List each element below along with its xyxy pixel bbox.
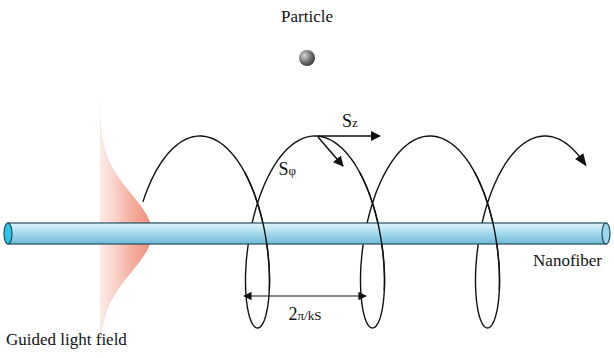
arrow-head bbox=[575, 153, 587, 166]
fiber-label: Nanofiber bbox=[533, 252, 602, 271]
light-label: Guided light field bbox=[6, 331, 127, 350]
nanofiber bbox=[4, 223, 610, 244]
sphi-label: Sφ bbox=[278, 160, 296, 180]
helix-line bbox=[245, 172, 500, 290]
sphi-arrow bbox=[318, 137, 343, 166]
period-label: 2π/kS bbox=[289, 305, 322, 325]
period-arrow bbox=[244, 295, 366, 296]
particle-sphere bbox=[299, 50, 315, 66]
particle-label: Particle bbox=[281, 8, 333, 27]
light-profile bbox=[100, 70, 152, 356]
sz-arrow bbox=[318, 135, 380, 137]
sz-label: Sz bbox=[342, 112, 358, 132]
